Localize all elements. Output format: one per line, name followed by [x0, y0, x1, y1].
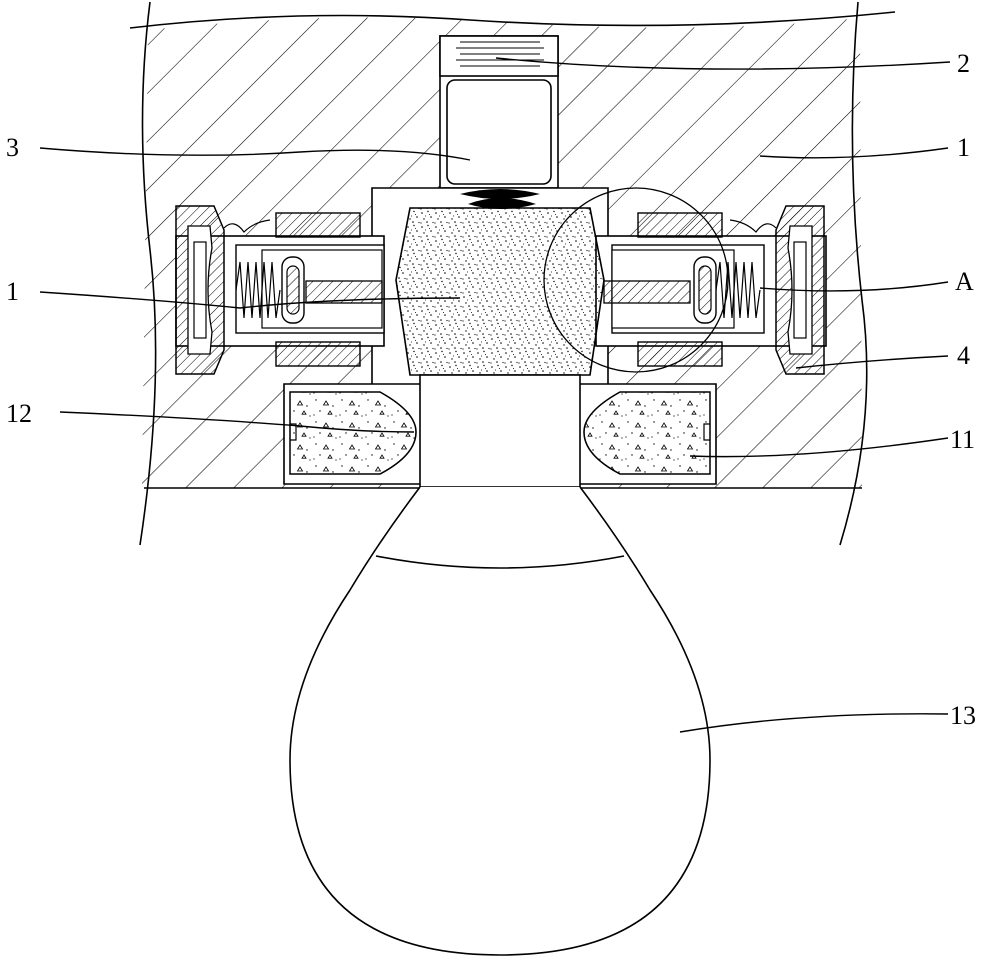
- label-13: 13: [950, 701, 976, 730]
- leader-lines: [39, 57, 951, 733]
- reference-labels: 2 1 3 1 A 4 12 11 13: [6, 49, 976, 730]
- label-1-left: 1: [6, 277, 19, 306]
- label-3: 3: [6, 133, 19, 162]
- label-11: 11: [950, 425, 975, 454]
- lower-elastic-blocks: [289, 391, 711, 475]
- central-core: [395, 207, 605, 376]
- label-4: 4: [957, 341, 970, 370]
- label-a: A: [955, 267, 974, 296]
- left-latch-assembly: [175, 205, 385, 375]
- label-2: 2: [957, 49, 970, 78]
- detail-circle-a: [543, 187, 729, 373]
- label-1-top-right: 1: [957, 133, 970, 162]
- bulb: [289, 486, 711, 956]
- bulb-neck: [419, 374, 581, 488]
- threaded-plug: [439, 35, 559, 77]
- label-12: 12: [6, 399, 32, 428]
- pressure-block: [446, 79, 552, 209]
